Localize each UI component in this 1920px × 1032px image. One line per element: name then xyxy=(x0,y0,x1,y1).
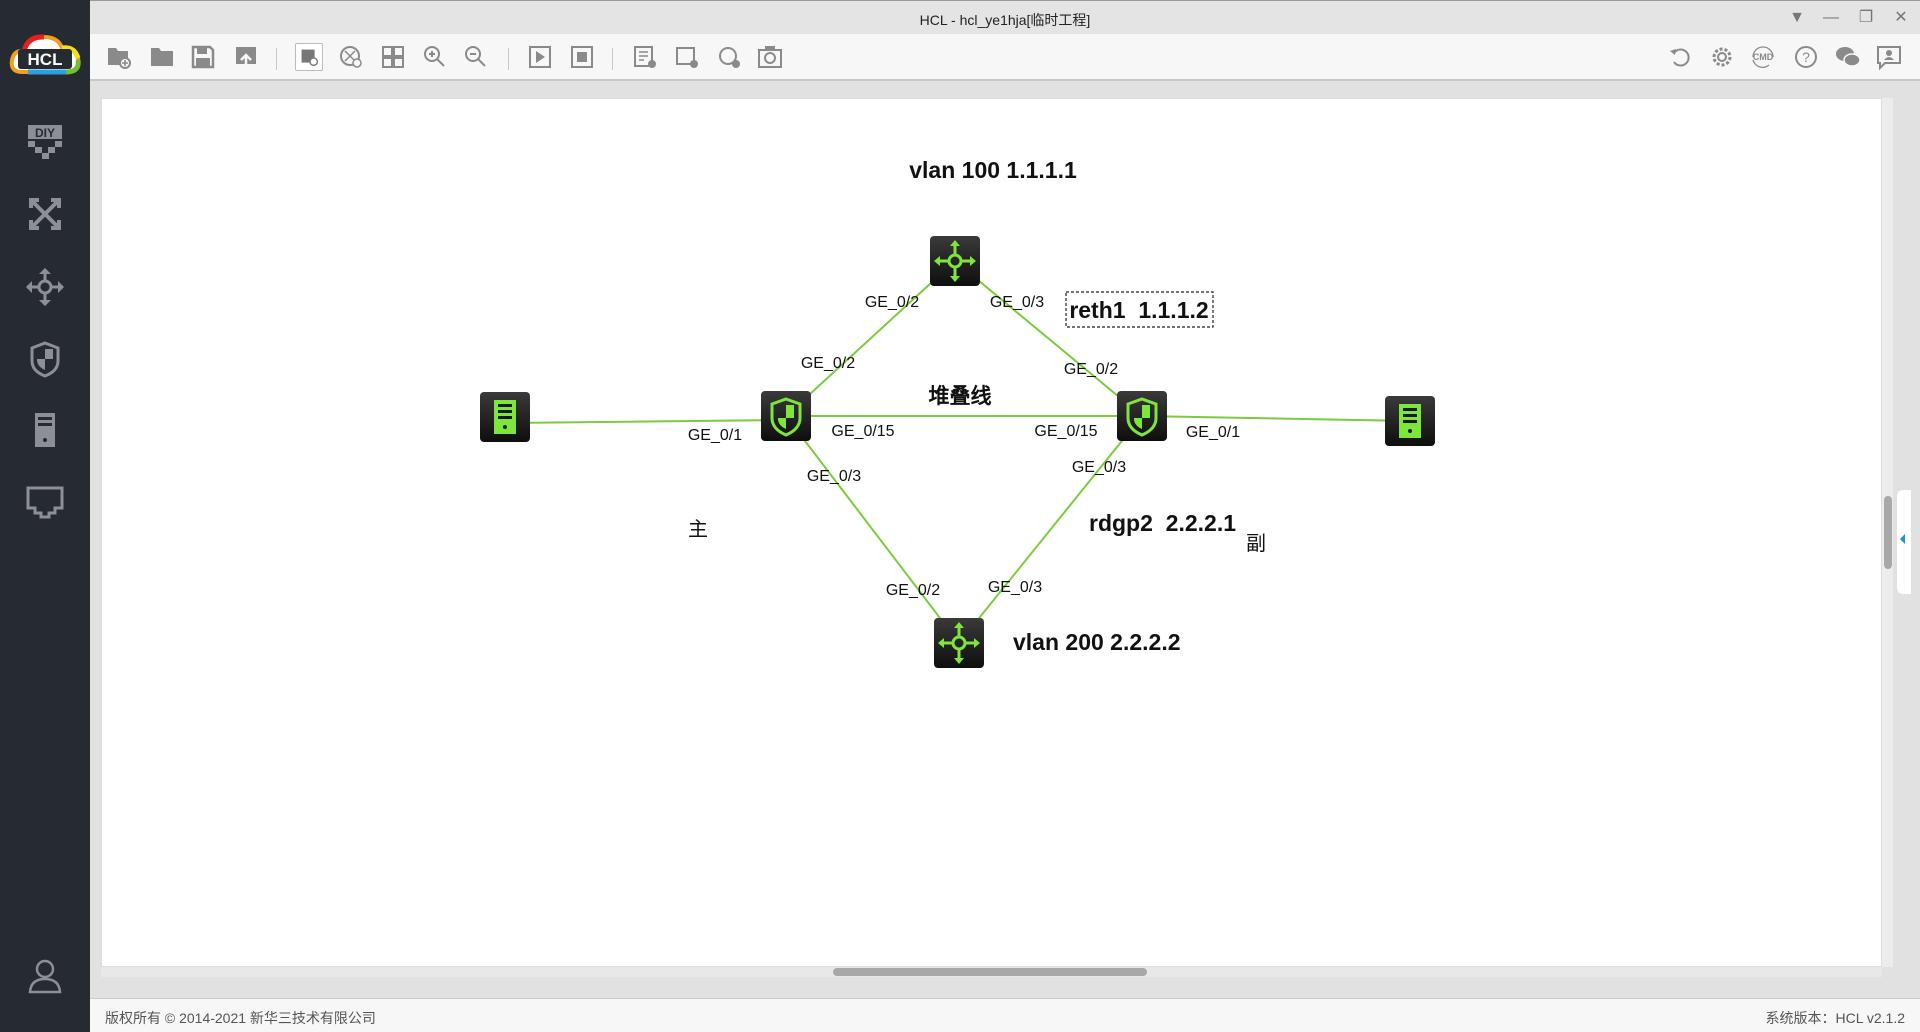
topology-canvas[interactable]: vlan 100 1.1.1.1 reth1 1.1.1.2 堆叠线 主 rdg… xyxy=(101,98,1882,967)
sidebar: HCL DIY xyxy=(0,0,90,1032)
port-label: GE_0/2 xyxy=(801,355,855,372)
link-r1-fw1[interactable] xyxy=(785,260,956,417)
horizontal-scroll-thumb[interactable] xyxy=(833,968,1147,976)
settings-icon[interactable] xyxy=(1708,43,1736,71)
label-stack-line[interactable]: 堆叠线 xyxy=(929,384,992,408)
firewall-right[interactable] xyxy=(1115,389,1169,443)
stop-icon[interactable] xyxy=(568,43,596,71)
wechat-icon[interactable] xyxy=(1834,43,1862,71)
port-label: GE_0/3 xyxy=(807,468,861,485)
shield-icon[interactable] xyxy=(25,339,65,379)
port-label: GE_0/3 xyxy=(988,579,1042,596)
topology-diagram: vlan 100 1.1.1.1 reth1 1.1.1.2 堆叠线 主 rdg… xyxy=(480,157,1435,670)
label-backup[interactable]: 副 xyxy=(1246,532,1266,555)
router-top[interactable] xyxy=(928,234,982,288)
feedback-icon[interactable] xyxy=(1875,43,1903,71)
start-icon[interactable] xyxy=(526,43,554,71)
layout-grid-icon[interactable] xyxy=(379,43,407,71)
window-title: HCL - hcl_ye1hja[临时工程] xyxy=(919,12,1091,28)
title-bar: HCL - hcl_ye1hja[临时工程] ▼ — ❐ ✕ xyxy=(90,0,1920,34)
screenshot-icon[interactable] xyxy=(756,43,784,71)
toolbar-divider xyxy=(612,48,613,70)
host-right[interactable] xyxy=(1385,396,1435,446)
port-label: GE_0/1 xyxy=(1186,424,1240,441)
horizontal-scrollbar[interactable] xyxy=(101,967,1882,977)
open-project-icon[interactable] xyxy=(148,43,176,71)
version-text: 系统版本：HCL v2.1.2 xyxy=(1765,1010,1905,1026)
link-r1-fw2[interactable] xyxy=(954,260,1143,417)
cmd-icon[interactable]: CMD xyxy=(1749,43,1777,71)
restore-icon[interactable]: ❐ xyxy=(1858,9,1874,26)
svg-text:?: ? xyxy=(1802,49,1810,65)
link-pc1-fw1[interactable] xyxy=(504,419,787,424)
port-icon[interactable] xyxy=(25,481,65,521)
minimize-icon[interactable]: — xyxy=(1823,9,1839,26)
help-icon[interactable]: ? xyxy=(1792,43,1820,71)
port-label: GE_0/15 xyxy=(831,423,894,440)
panel-toggle-button[interactable] xyxy=(1897,490,1911,594)
label-selection-box xyxy=(1065,291,1214,328)
svg-text:DIY: DIY xyxy=(35,126,55,140)
status-bar: 版权所有 © 2014-2021 新华三技术有限公司 系统版本：HCL v2.1… xyxy=(90,998,1920,1032)
add-rect-icon[interactable] xyxy=(673,43,701,71)
port-label: GE_0/2 xyxy=(886,582,940,599)
link-fw1-r2[interactable] xyxy=(785,415,960,644)
router-icon[interactable] xyxy=(25,267,65,307)
switch-icon[interactable] xyxy=(25,194,65,234)
add-note-icon[interactable] xyxy=(631,43,659,71)
zoom-out-icon[interactable] xyxy=(462,43,490,71)
save-icon[interactable] xyxy=(189,43,217,71)
toolbar: CMD ? xyxy=(90,34,1920,81)
vertical-scroll-thumb[interactable] xyxy=(1884,496,1892,569)
dropdown-icon[interactable]: ▼ xyxy=(1789,9,1805,26)
topology-icon[interactable] xyxy=(337,43,365,71)
diy-icon[interactable]: DIY xyxy=(25,121,65,161)
arrow-left-icon xyxy=(1900,534,1905,544)
host-left[interactable] xyxy=(480,392,530,442)
svg-text:HCL: HCL xyxy=(28,50,63,69)
firewall-left[interactable] xyxy=(759,389,813,443)
copyright-text: 版权所有 © 2014-2021 新华三技术有限公司 xyxy=(105,1010,376,1026)
port-label: GE_0/3 xyxy=(1072,459,1126,476)
svg-text:CMD: CMD xyxy=(1753,52,1774,62)
label-master[interactable]: 主 xyxy=(688,518,708,541)
export-icon[interactable] xyxy=(232,43,260,71)
vertical-scrollbar[interactable] xyxy=(1882,98,1893,967)
label-vlan100[interactable]: vlan 100 1.1.1.1 xyxy=(909,157,1077,183)
add-ellipse-icon[interactable] xyxy=(715,43,743,71)
show-interface-icon[interactable] xyxy=(295,43,323,71)
port-label: GE_0/1 xyxy=(688,427,742,444)
link-fw2-pc2[interactable] xyxy=(1141,415,1411,422)
user-icon[interactable] xyxy=(25,956,65,996)
link-fw2-r2[interactable] xyxy=(958,415,1143,644)
hcl-logo: HCL xyxy=(9,34,81,75)
label-rdgp2[interactable]: rdgp2 2.2.2.1 xyxy=(1089,510,1236,536)
label-reth1[interactable]: reth1 1.1.1.2 xyxy=(1069,297,1208,323)
refresh-icon[interactable] xyxy=(1666,43,1694,71)
zoom-in-icon[interactable] xyxy=(421,43,449,71)
close-icon[interactable]: ✕ xyxy=(1894,9,1908,26)
port-label: GE_0/2 xyxy=(1064,361,1118,378)
new-project-icon[interactable] xyxy=(105,43,133,71)
port-label: GE_0/15 xyxy=(1034,423,1097,440)
toolbar-divider xyxy=(508,48,509,70)
port-label: GE_0/2 xyxy=(865,294,919,311)
router-bottom[interactable] xyxy=(932,616,986,670)
label-vlan200[interactable]: vlan 200 2.2.2.2 xyxy=(1013,629,1181,655)
toolbar-divider xyxy=(276,48,277,70)
port-label: GE_0/3 xyxy=(990,294,1044,311)
server-icon[interactable] xyxy=(25,410,65,450)
